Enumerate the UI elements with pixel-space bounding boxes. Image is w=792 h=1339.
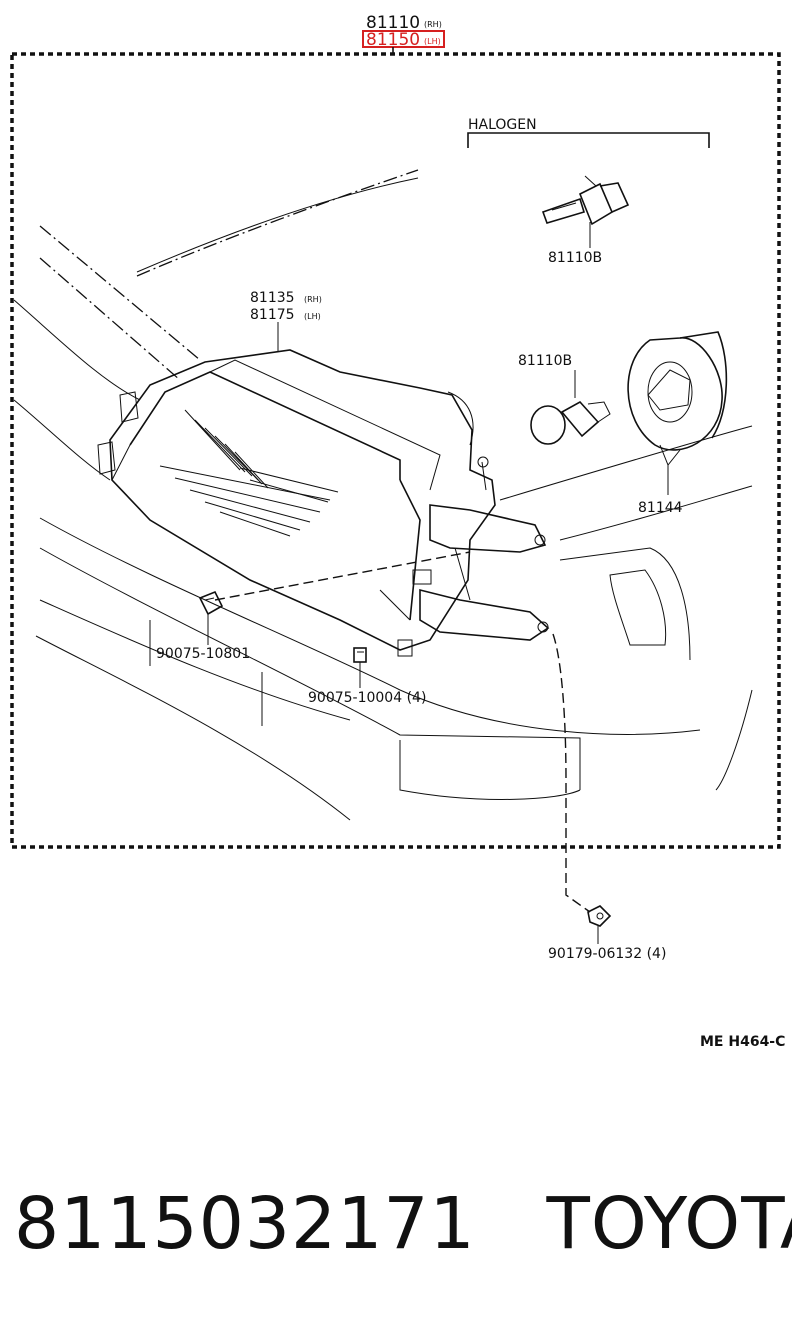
assembly-number-rh[interactable]: 81110 [366,13,420,33]
headlamp-housing-icon[interactable] [97,349,496,657]
part-label-bulb-small[interactable]: 81110B [518,353,572,369]
wheel-arch-line [715,689,753,791]
part-caption: 8115032171 TOYOTA [14,1188,792,1259]
small-bulb-icon[interactable] [530,400,611,445]
socket-cover-icon[interactable] [627,331,728,466]
highlighted-part-box [362,30,445,48]
diagram-code: ME H464-C [700,1034,785,1050]
assembly-frame [10,52,781,849]
part-label-socket-cover[interactable]: 81144 [638,500,683,516]
bumper-lower-line [39,547,581,790]
hood-edge [136,169,419,277]
part-label-screw-b[interactable]: 90075-10004 (4) [308,690,426,706]
bumper-upper-line [39,517,701,735]
halogen-bracket [467,132,710,148]
grille-line-1 [39,599,351,721]
caption-part-number: 8115032171 [14,1182,476,1265]
housing-rh-suffix: (RH) [304,295,322,304]
fender-mid-line [559,485,753,541]
headlamp-parts-diagram: 81110 (RH) 81150 (LH) HALOGEN 81110B 811… [10,13,785,1050]
hood-line [136,177,419,273]
halogen-label: HALOGEN [468,117,537,133]
grille-line-2 [35,635,351,821]
screw-a-dashline [214,551,471,601]
fender-curve-1 [13,299,141,401]
part-label-housing-lh[interactable]: 81175 [250,307,295,323]
screw-a-icon[interactable] [198,590,224,616]
assembly-number-lh[interactable]: 81150 [366,30,420,50]
fender-line-2 [39,257,181,381]
assembly-suffix-lh: (LH) [424,37,441,46]
fender-top-line [499,425,753,501]
nut-icon[interactable] [587,905,612,927]
turn-lamp-outline [559,547,691,661]
adjuster-bracket-icon[interactable] [419,456,550,641]
fender-curve-2 [13,399,111,481]
nut-dashline [552,633,591,913]
housing-lh-suffix: (LH) [304,312,321,321]
turn-lamp-lens [609,569,667,646]
bumper-face [399,740,581,800]
caption-brand: TOYOTA [546,1182,792,1265]
screw-b-icon[interactable] [353,647,367,663]
part-label-screw-a[interactable]: 90075-10801 [156,646,250,662]
assembly-suffix-rh: (RH) [424,20,442,29]
halogen-bulb-icon[interactable] [541,175,630,226]
part-label-nut[interactable]: 90179-06132 (4) [548,946,666,962]
part-label-housing-rh[interactable]: 81135 [250,290,295,306]
fender-line-1 [39,225,201,361]
part-label-bulb-halogen[interactable]: 81110B [548,250,602,266]
